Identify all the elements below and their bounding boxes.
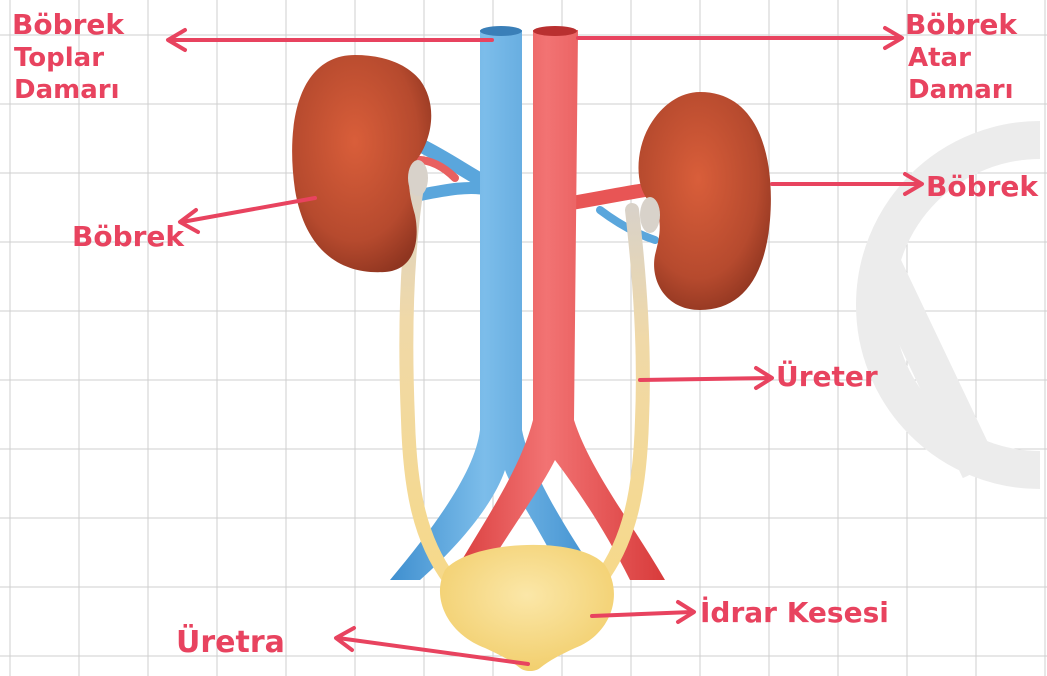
label-renal-artery-1: Böbrek xyxy=(905,8,1018,41)
kidney-left xyxy=(292,55,431,272)
arrow-ureter xyxy=(640,378,770,380)
label-renal-vein-3: Damarı xyxy=(14,75,120,105)
label-renal-vein-1: Böbrek xyxy=(12,8,125,41)
kidney-right xyxy=(638,92,770,310)
label-kidney-right: Böbrek xyxy=(926,170,1039,203)
kidney-right-hilum xyxy=(640,197,660,233)
arrow-kidney-left xyxy=(182,198,315,222)
label-ureter: Üreter xyxy=(776,359,878,393)
kidney-left-hilum xyxy=(408,160,428,196)
label-bladder: İdrar Kesesi xyxy=(700,595,889,629)
label-renal-artery-3: Damarı xyxy=(908,75,1014,105)
label-urethra: Üretra xyxy=(176,623,285,660)
aorta-top xyxy=(533,26,577,36)
bladder xyxy=(440,545,614,671)
vena-cava-top xyxy=(480,26,522,36)
label-renal-vein-2: Toplar xyxy=(14,43,104,73)
label-renal-artery-2: Atar xyxy=(908,43,971,73)
label-kidney-left: Böbrek xyxy=(72,220,185,253)
